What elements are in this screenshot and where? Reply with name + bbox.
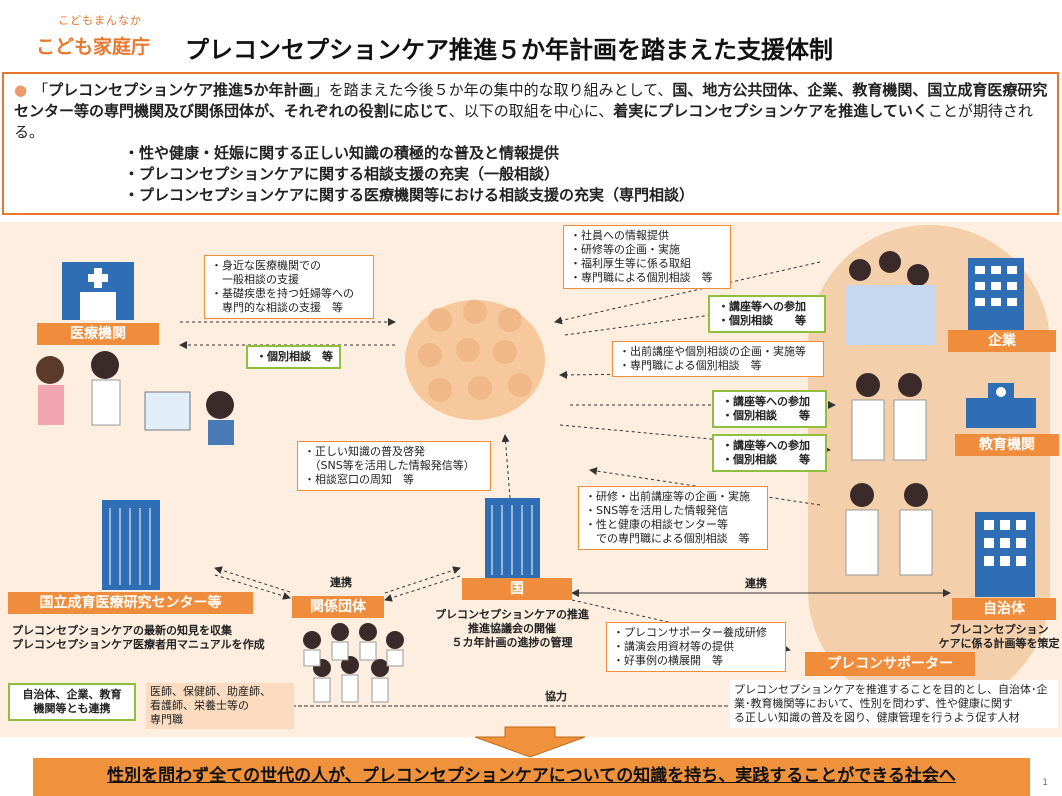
consultation-illustration xyxy=(36,351,234,445)
intro-text: 着実にプレコンセプションケアを推進していく xyxy=(613,102,928,120)
label-nation: 国 xyxy=(462,578,572,600)
label-assoc: 関係団体 xyxy=(292,596,384,618)
office-workers-illustration xyxy=(845,251,935,345)
supporter-training-box: ・プレコンサポーター養成研修 ・講演会用資材等の提供 ・好事例の横展開 等 xyxy=(606,622,786,672)
logo-tagline: こどもまんなか xyxy=(58,14,142,27)
ncchd-desc: プレコンセプションケアの最新の知見を収集 プレコンセプションケア医療者用マニュア… xyxy=(12,624,265,651)
research-center-icon xyxy=(102,500,160,590)
page-number: 1 xyxy=(1042,778,1048,788)
intro-box: ● 「プレコンセプションケア推進5か年計画」を踏まえた今後５か年の集中的な取り組み… xyxy=(2,72,1059,215)
intro-text: 国、地方公共団体、企業、教育機関、国立成育医療研究センター等の専門機関及び関係団… xyxy=(14,81,1048,120)
professionals-illustration xyxy=(303,623,404,703)
edu-join-box-2: ・講座等への参加 ・個別相談 等 xyxy=(712,434,827,472)
page-title: プレコンセプションケア推進５か年計画を踏まえた支援体制 xyxy=(185,36,833,64)
nation-council-text: プレコンセプションケアの推進 推進協議会の開催 ５カ年計画の進捗の管理 xyxy=(435,608,589,649)
hospital-icon xyxy=(62,262,134,320)
intro-item: ・性や健康・妊娠に関する正しい知識の積極的な普及と情報提供 xyxy=(124,144,560,162)
intro-text: 、以下の取組を中心に、 xyxy=(448,102,614,120)
assoc-members: 医師、保健師、助産師、 看護師、栄養士等の 専門職 xyxy=(146,683,294,729)
company-provide-box: ・社員への情報提供 ・研修等の企画・実施 ・福利厚生等に係る取組 ・専門職による… xyxy=(563,225,731,289)
renkei-label-2: 連携 xyxy=(745,577,767,590)
company-join-box: ・講座等への参加 ・個別相談 等 xyxy=(708,295,826,333)
label-ncchd: 国立成育医療研究センター等 xyxy=(8,592,253,614)
nation-spread-box: ・正しい知識の普及啓発 （SNS等を活用した情報発信等） ・相談窓口の周知 等 xyxy=(297,441,491,491)
edu-provide-box: ・出前講座や個別相談の企画・実施等 ・専門職による個別相談 等 xyxy=(612,341,824,377)
collab-box: 自治体、企業、教育 機関等とも連携 xyxy=(8,683,136,721)
logo: こども家庭庁 xyxy=(36,36,151,58)
conclusion-banner: 性別を問わず全ての世代の人が、プレコンセプションケアについての知識を持ち、実践す… xyxy=(33,758,1030,796)
renkei-label-1: 連携 xyxy=(330,576,352,589)
school-icon xyxy=(966,383,1036,428)
edu-join-box-1: ・講座等への参加 ・個別相談 等 xyxy=(712,390,827,428)
government-building-icon xyxy=(485,498,540,578)
teachers-illustration xyxy=(851,373,927,461)
label-company: 企業 xyxy=(948,330,1056,352)
kyoryoku-label: 協力 xyxy=(545,690,567,703)
label-medical: 医療機関 xyxy=(37,323,159,345)
crowd-illustration xyxy=(405,300,545,420)
intro-item: ・プレコンセプションケアに関する医療機関等における相談支援の充実（専門相談） xyxy=(124,186,695,204)
city-hall-icon xyxy=(975,512,1035,597)
label-local-gov: 自治体 xyxy=(952,598,1056,620)
supporter-desc: プレコンセプションケアを推進することを目的とし、自治体･企 業･教育機関等におい… xyxy=(730,680,1058,728)
bullet-icon: ● xyxy=(14,81,28,99)
label-supporter: プレコンサポーター xyxy=(805,652,975,676)
label-education: 教育機関 xyxy=(955,434,1059,456)
company-building-icon xyxy=(968,258,1024,330)
intro-text: ことが期待される。 xyxy=(14,102,1033,141)
med-consult-box: ・個別相談 等 xyxy=(246,345,341,369)
intro-text: プレコンセプションケア推進5か年計画 xyxy=(48,81,314,99)
intro-text: 「 xyxy=(33,81,49,99)
intro-text: 」を踏まえた今後５か年の集中的な取り組みとして、 xyxy=(313,81,673,99)
staff-illustration xyxy=(845,483,933,576)
med-support-box: ・身近な医療機関での 一般相談の支援 ・基礎疾患を持つ妊婦等への 専門的な相談の… xyxy=(204,255,374,319)
intro-item: ・プレコンセプションケアに関する相談支援の充実（一般相談） xyxy=(124,165,560,183)
gov-provide-box: ・研修・出前講座等の企画・実施 ・SNS等を活用した情報発信 ・性と健康の相談セ… xyxy=(578,486,768,550)
local-gov-desc: プレコンセプション ケアに係る計画等を策定 xyxy=(938,623,1060,650)
